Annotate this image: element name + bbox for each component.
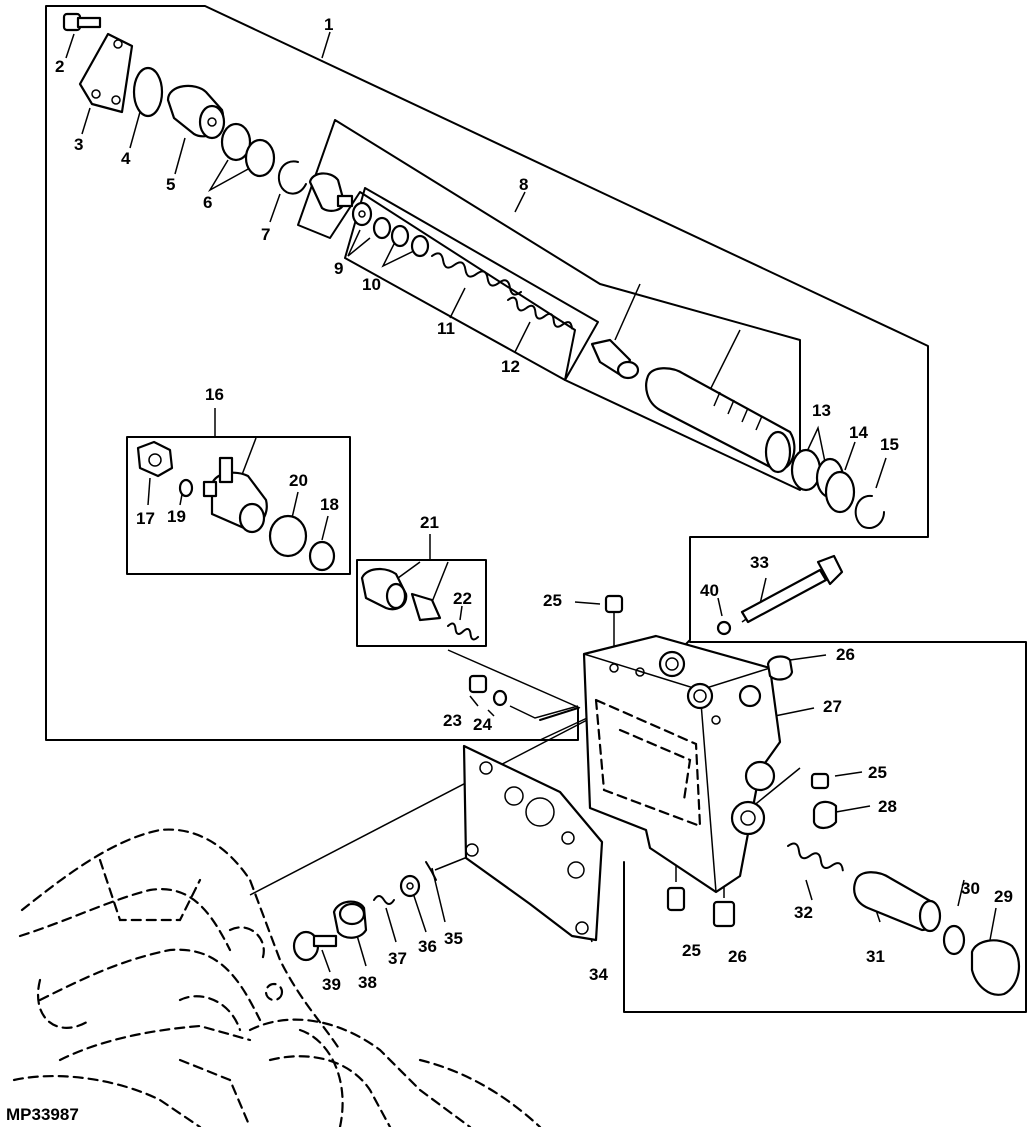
callout-10: 10 [362, 275, 381, 294]
part-39-plunger [292, 930, 338, 962]
part-35-pin [425, 861, 437, 881]
callout-8: 8 [519, 175, 528, 194]
part-33-bolt [740, 554, 844, 624]
part-8-spool-sleeve [308, 172, 354, 212]
callout-26-bottom: 26 [728, 947, 747, 966]
callout-9: 9 [334, 259, 343, 278]
part-19-o-ring [178, 478, 194, 498]
part-10-washers [390, 224, 430, 258]
part-8-spool [645, 367, 796, 474]
figure-code: MP33987 [6, 1105, 79, 1124]
part-31-spool [853, 871, 942, 933]
leader-lines [65, 31, 997, 973]
callout-40: 40 [700, 581, 719, 600]
part-26-plug-bottom [712, 900, 736, 928]
callout-12: 12 [501, 357, 520, 376]
transmission-case-outline [12, 828, 542, 1127]
part-4-o-ring [132, 66, 164, 118]
callout-15: 15 [880, 435, 899, 454]
part-2-bolt [62, 12, 102, 32]
part-25-plug-bottom [666, 886, 686, 912]
part-24-o-ring [492, 689, 508, 707]
part-9-washers [351, 201, 392, 240]
part-22-spring [447, 622, 480, 641]
part-7-snap-ring [277, 160, 307, 195]
callout-24: 24 [473, 715, 492, 734]
assembly-21-outline [356, 559, 487, 647]
callout-30: 30 [961, 879, 980, 898]
part-38-sleeve [332, 900, 368, 939]
callout-36: 36 [418, 937, 437, 956]
part-34-gasket [462, 744, 604, 942]
part-20-o-ring [268, 514, 308, 558]
part-27-valve-housing [582, 634, 782, 894]
callout-17: 17 [136, 509, 155, 528]
part-16-solenoid [202, 456, 268, 534]
callout-4: 4 [121, 149, 131, 168]
callout-34: 34 [589, 965, 608, 984]
callout-19: 19 [167, 507, 186, 526]
callout-21: 21 [420, 513, 439, 532]
part-25-plug-top [604, 594, 624, 614]
callout-33: 33 [750, 553, 769, 572]
part-6-o-rings [220, 122, 276, 178]
callout-6: 6 [203, 193, 212, 212]
callout-labels: 1 2 3 4 5 6 7 8 9 10 11 12 13 14 15 16 1… [55, 15, 1013, 994]
callout-7: 7 [261, 225, 270, 244]
part-12-spring [507, 296, 573, 330]
callout-14: 14 [849, 423, 868, 442]
part-18-o-ring [308, 540, 336, 572]
callout-1: 1 [324, 15, 333, 34]
callout-32: 32 [794, 903, 813, 922]
part-21-valve [360, 568, 442, 622]
part-11-spring [431, 252, 523, 296]
callout-31: 31 [866, 947, 885, 966]
callout-5: 5 [166, 175, 175, 194]
part-37-spring [373, 895, 395, 905]
callout-13: 13 [812, 401, 831, 420]
callout-16: 16 [205, 385, 224, 404]
callout-20: 20 [289, 471, 308, 490]
callout-39: 39 [322, 975, 341, 994]
callout-26-right: 26 [836, 645, 855, 664]
part-14-o-ring [824, 470, 856, 514]
part-26-plug [766, 655, 794, 681]
part-36-washer [399, 874, 421, 898]
callout-35: 35 [444, 929, 463, 948]
callout-29: 29 [994, 887, 1013, 906]
part-8-spool-stem [590, 338, 640, 380]
callout-37: 37 [388, 949, 407, 968]
part-5-plug [166, 84, 226, 140]
part-3-cover-plate [78, 32, 134, 114]
assembly-16-outline [126, 436, 351, 575]
callout-27: 27 [823, 697, 842, 716]
callout-3: 3 [74, 135, 83, 154]
assembly-8-outline [297, 119, 801, 491]
part-23-plug [468, 674, 488, 694]
callout-22: 22 [453, 589, 472, 608]
part-40-washer [716, 620, 732, 636]
part-25-plug-right [810, 772, 830, 790]
callout-28: 28 [878, 797, 897, 816]
callout-25-top: 25 [543, 591, 562, 610]
callout-18: 18 [320, 495, 339, 514]
callout-38: 38 [358, 973, 377, 992]
part-15-snap-ring [854, 494, 885, 530]
callout-25-right: 25 [868, 763, 887, 782]
part-17-nut [136, 440, 174, 478]
part-32-spring [787, 842, 844, 872]
housing-assembly-outline [623, 641, 1027, 1013]
part-30-o-ring [942, 924, 966, 956]
part-28-plug [812, 800, 838, 830]
assembly-1-outline [45, 5, 929, 741]
callout-25-bottom: 25 [682, 941, 701, 960]
callout-11: 11 [437, 319, 455, 338]
callout-23: 23 [443, 711, 462, 730]
callout-2: 2 [55, 57, 64, 76]
part-29-plug [970, 939, 1021, 996]
